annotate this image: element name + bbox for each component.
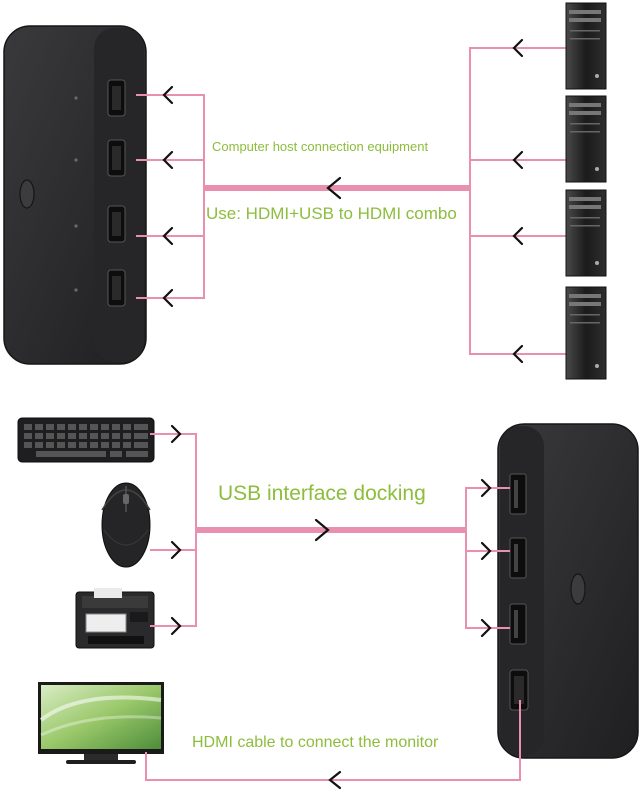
- switch-button: [20, 180, 34, 208]
- host-connection-label: Computer host connection equipment: [212, 139, 428, 154]
- tower-pc-icon: [566, 190, 606, 276]
- status-led: [74, 288, 77, 291]
- tower-pc-icon: [566, 287, 606, 379]
- monitor-icon: [38, 682, 164, 764]
- top-arrows: [164, 40, 522, 362]
- tower-pc-icon: [566, 96, 606, 182]
- switch-button: [571, 574, 585, 604]
- status-led: [74, 158, 77, 161]
- usb-port-1: [510, 474, 526, 514]
- mouse-icon: [102, 483, 150, 567]
- hdmi-port-3: [108, 206, 125, 242]
- hdmi-monitor-label: HDMI cable to connect the monitor: [192, 734, 438, 752]
- combo-usage-label: Use: HDMI+USB to HDMI combo: [206, 204, 457, 224]
- hdmi-port-1: [108, 80, 125, 116]
- tower-pc-icon: [566, 3, 606, 89]
- top-kvm-switch: [4, 26, 146, 364]
- usb-port-2: [510, 538, 526, 578]
- usb-port-3: [510, 604, 526, 644]
- usb-docking-label: USB interface docking: [218, 482, 426, 506]
- printer-icon: [76, 588, 154, 648]
- status-led: [74, 96, 77, 99]
- status-led: [74, 224, 77, 227]
- hdmi-port-2: [108, 140, 125, 176]
- keyboard-icon: [18, 418, 154, 462]
- hdmi-port-4: [108, 270, 125, 306]
- top-connection-lines: [136, 48, 566, 354]
